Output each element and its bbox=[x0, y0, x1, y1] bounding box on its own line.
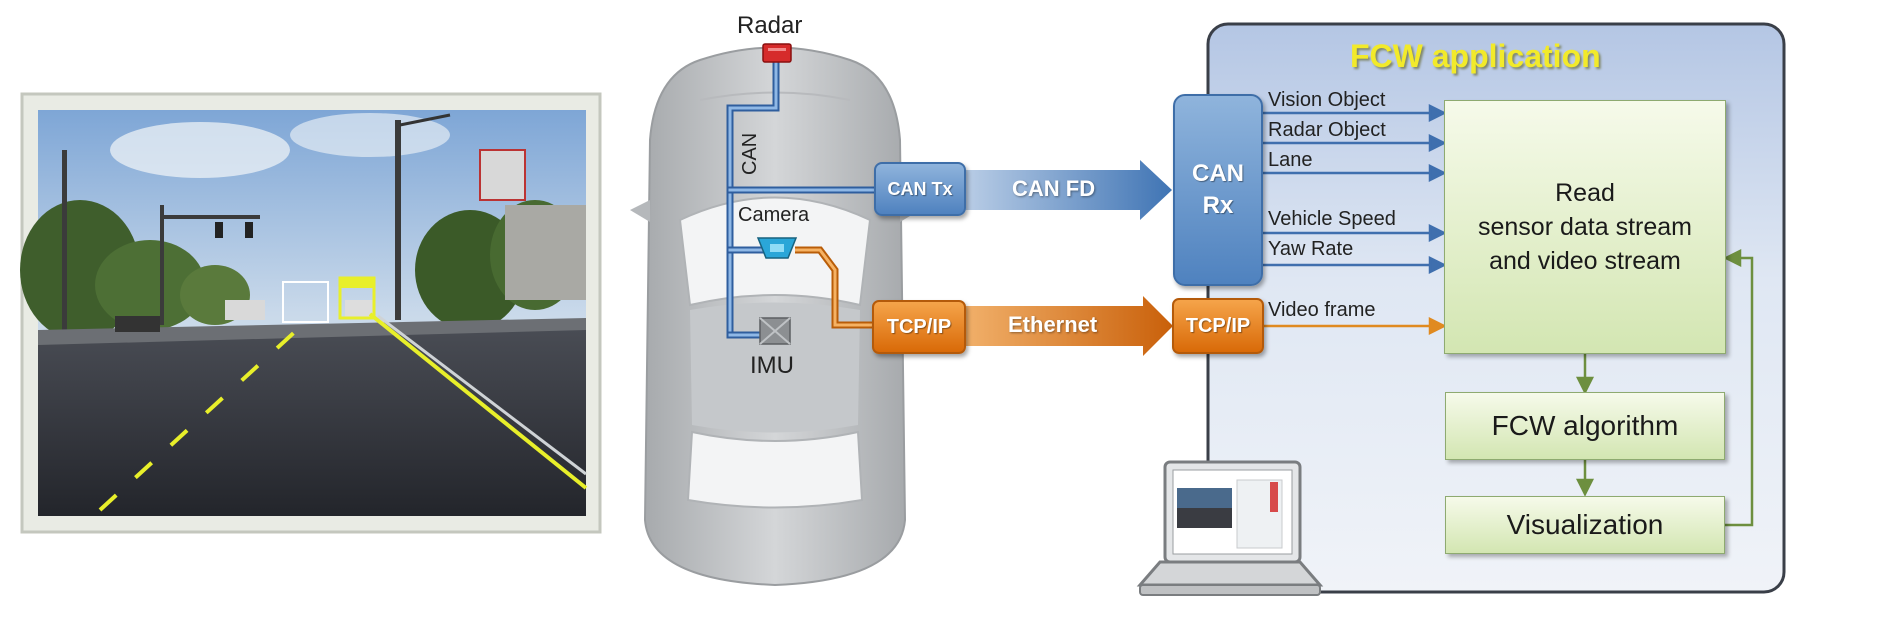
can-fd-arrow bbox=[965, 160, 1172, 220]
tcpip-left-box: TCP/IP bbox=[872, 300, 966, 354]
signal-video-frame: Video frame bbox=[1268, 299, 1376, 321]
can-tx-box: CAN Tx bbox=[874, 162, 966, 216]
read-sensor-stream-box: Read sensor data stream and video stream bbox=[1444, 100, 1726, 354]
radar-sensor-icon bbox=[762, 43, 792, 63]
can-rx-line1: CAN bbox=[1192, 160, 1244, 187]
signal-vehicle-speed: Vehicle Speed bbox=[1268, 208, 1396, 230]
signal-vision-object: Vision Object bbox=[1268, 89, 1386, 111]
camera-label: Camera bbox=[738, 204, 810, 226]
road-camera-image bbox=[20, 92, 602, 534]
camera-sensor-icon bbox=[756, 237, 798, 259]
imu-sensor-icon bbox=[759, 317, 791, 345]
read-box-line2: sensor data stream bbox=[1478, 213, 1692, 241]
radar-label: Radar bbox=[737, 12, 803, 39]
ethernet-arrow bbox=[965, 296, 1173, 356]
ethernet-label: Ethernet bbox=[1008, 312, 1098, 337]
signal-radar-object: Radar Object bbox=[1268, 119, 1386, 141]
can-wiring bbox=[726, 58, 886, 339]
imu-label: IMU bbox=[750, 352, 794, 379]
video-frame-arrow bbox=[1262, 316, 1447, 336]
fcw-application-title: FCW application bbox=[1350, 38, 1601, 74]
laptop-icon bbox=[1136, 460, 1324, 596]
tcpip-right-box: TCP/IP bbox=[1172, 298, 1264, 354]
read-box-line3: and video stream bbox=[1489, 247, 1681, 275]
visualization-box: Visualization bbox=[1445, 496, 1725, 554]
signal-yaw-rate: Yaw Rate bbox=[1268, 238, 1354, 260]
fcw-algorithm-box: FCW algorithm bbox=[1445, 392, 1725, 460]
signal-arrows bbox=[1262, 103, 1447, 275]
can-rx-line2: Rx bbox=[1202, 192, 1234, 219]
flow-arrows bbox=[1575, 248, 1754, 527]
signal-lane: Lane bbox=[1268, 149, 1313, 171]
ethernet-wiring bbox=[795, 246, 875, 329]
can-bus-label: CAN bbox=[739, 132, 761, 175]
read-box-line1: Read bbox=[1555, 179, 1615, 207]
can-fd-label: CAN FD bbox=[1012, 176, 1096, 201]
can-rx-box: CAN Rx bbox=[1173, 94, 1263, 286]
